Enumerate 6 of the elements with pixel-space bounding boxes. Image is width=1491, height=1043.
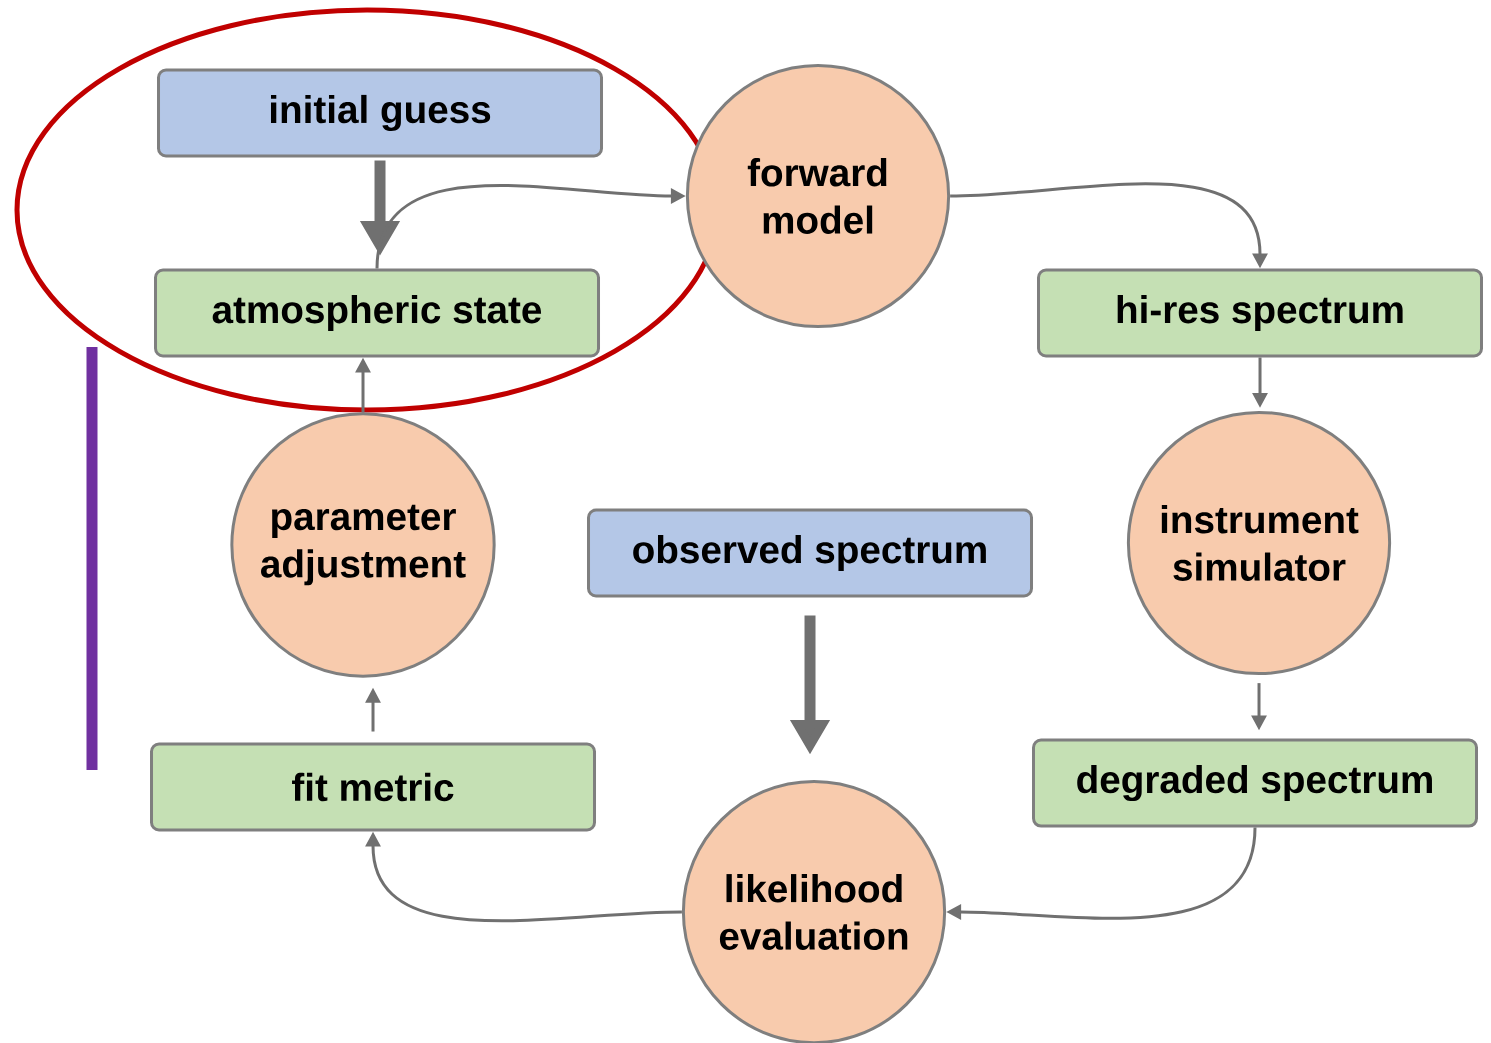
process-box: hi-res spectrum: [1037, 268, 1483, 358]
process-box: degraded spectrum: [1032, 738, 1478, 828]
process-box: atmospheric state: [154, 268, 600, 358]
process-box: initial guess: [157, 68, 603, 158]
process-box: fit metric: [150, 742, 596, 832]
process-box: observed spectrum: [587, 508, 1033, 598]
